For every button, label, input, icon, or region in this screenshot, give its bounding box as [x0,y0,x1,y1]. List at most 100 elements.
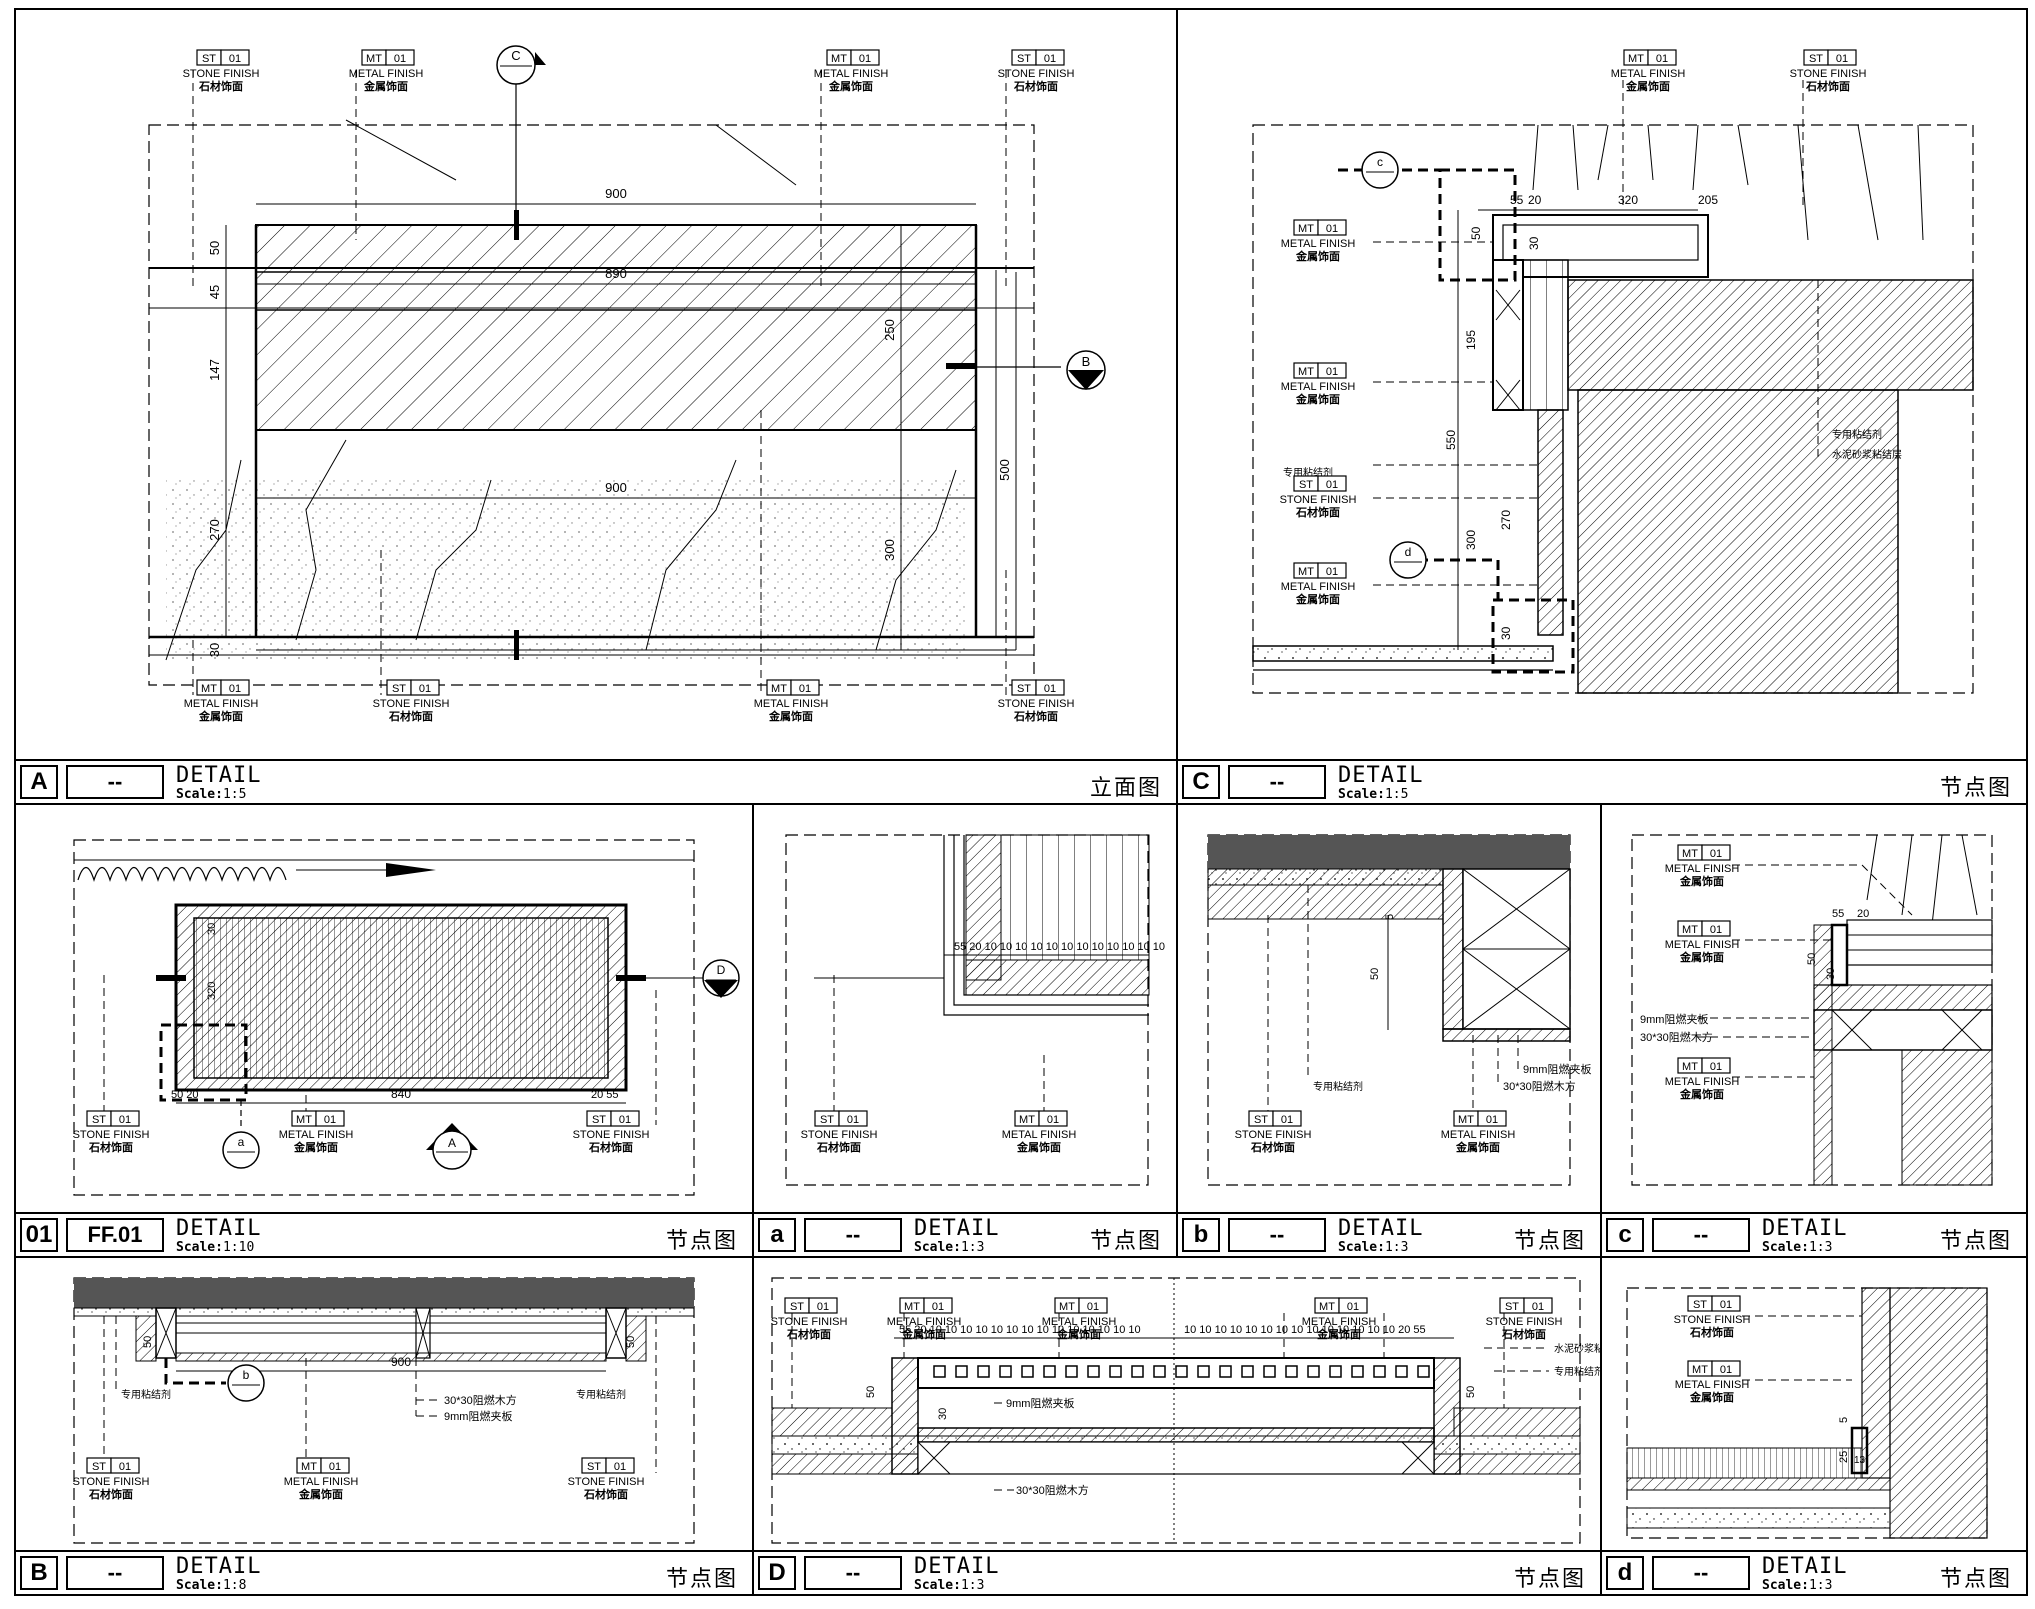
note-keel: 30*30阻燃木方 [444,1393,517,1407]
finish-number: 01 [1720,1364,1732,1376]
panel-b-section-drawing: 900 50 50 b 专用粘结剂 专用粘结剂 30*30阻燃木方 [73,1277,695,1544]
svg-text:550: 550 [1444,430,1458,450]
finish-code: MT [1019,1114,1035,1126]
finish-name-cn: 金属饰面 [1295,392,1340,406]
finish-code: MT [904,1301,920,1313]
panel-a-drawing: 900 890 900 50 45 147 270 30 250 300 500… [148,45,1106,723]
finish-name-cn: 金属饰面 [768,709,813,723]
finish-code: ST [1505,1301,1519,1313]
finish-name-cn: 石材饰面 [198,79,243,93]
title-block-b-detail: b -- DETAIL Scale:1:3 节点图 [1178,1212,1600,1256]
finish-code: MT [201,683,217,695]
detail-type: 立面图 [1089,776,1162,801]
panel-b-section: 900 50 50 b 专用粘结剂 专用粘结剂 30*30阻燃木方 [14,1256,754,1596]
finish-number: 01 [1486,1114,1498,1126]
svg-text:20 55: 20 55 [591,1089,619,1101]
finish-name-cn: 金属饰面 [1679,950,1724,964]
finish-code: MT [1059,1301,1075,1313]
detail-type: 节点图 [1939,776,2012,801]
svg-text:D: D [717,963,726,977]
detail-ref: -- [1228,765,1326,799]
finish-name-cn: 石材饰面 [1805,79,1850,93]
svg-text:30: 30 [937,1408,949,1420]
detail-scale: Scale:1:5 [176,787,247,802]
detail-title: DETAIL [914,1554,1000,1579]
detail-code: c [1606,1218,1644,1252]
finish-code: MT [1682,1061,1698,1073]
finish-name-en: METAL FINISH [1665,939,1740,951]
finish-name-cn: 金属饰面 [1295,249,1340,263]
detail-ref: -- [804,1556,902,1590]
detail-code: B [20,1556,58,1590]
svg-text:300: 300 [1464,530,1478,550]
finish-name-en: METAL FINISH [1281,581,1356,593]
svg-text:a: a [238,1135,245,1149]
dim-30: 30 [207,643,222,657]
finish-number: 01 [1044,683,1056,695]
note-special-glue-l: 专用粘结剂 [121,1388,171,1401]
finish-name-en: METAL FINISH [1665,863,1740,875]
svg-text:C: C [511,48,520,63]
svg-text:50: 50 [865,1386,877,1398]
finish-name-cn: 石材饰面 [1501,1327,1546,1341]
finish-number: 01 [1326,479,1338,491]
finish-number: 01 [419,683,431,695]
title-block-b-section: B -- DETAIL Scale:1:8 节点图 [16,1550,752,1594]
svg-text:B: B [1082,354,1091,369]
svg-text:c: c [1377,155,1383,169]
finish-name-en: METAL FINISH [284,1476,359,1488]
dim-width-bottom: 900 [605,480,627,495]
dim-width-mid: 890 [605,266,627,281]
dim-row: 55 20 10 10 10 10 10 10 10 10 10 10 10 1… [954,941,1165,953]
finish-name-en: METAL FINISH [1302,1316,1377,1328]
finish-name-en: METAL FINISH [887,1316,962,1328]
finish-code: MT [1298,566,1314,578]
panel-a-elevation: 900 890 900 50 45 147 270 30 250 300 500… [14,8,1178,805]
finish-number: 01 [1710,1061,1722,1073]
section-marker-c: C [496,45,546,85]
svg-text:5: 5 [1838,1417,1850,1423]
dim-270: 270 [207,519,222,541]
note-special-glue: 专用粘结剂 [1554,1365,1600,1378]
svg-text:5: 5 [1384,914,1396,920]
finish-number: 01 [1326,366,1338,378]
finish-name-en: STONE FINISH [1674,1314,1751,1326]
finish-name-en: STONE FINISH [573,1129,650,1141]
svg-text:d: d [1405,545,1412,559]
metal-cover-plate [255,224,977,431]
finish-number: 01 [1656,53,1668,65]
detail-scale: Scale:1:8 [176,1578,247,1593]
finish-code: ST [592,1114,606,1126]
finish-name-cn: 石材饰面 [88,1140,133,1154]
panel-c-drawing: c d 55 20 320 205 50 30 195 550 300 270 … [1252,49,1974,694]
finish-number: 01 [329,1461,341,1473]
detail-title: DETAIL [1338,1216,1424,1241]
svg-text:270: 270 [1499,510,1513,530]
finish-name-cn: 石材饰面 [88,1487,133,1501]
detail-code: b [1182,1218,1220,1252]
dim-45: 45 [207,285,222,299]
dim-250: 250 [882,319,897,341]
finish-name-cn: 金属饰面 [901,1327,946,1341]
note-keel: 30*30阻燃木方 [1016,1483,1089,1497]
finish-name-cn: 石材饰面 [588,1140,633,1154]
finish-number: 01 [394,53,406,65]
view-boundary [148,124,1035,686]
finish-name-cn: 石材饰面 [1013,709,1058,723]
detail-scale: Scale:1:3 [914,1240,985,1255]
